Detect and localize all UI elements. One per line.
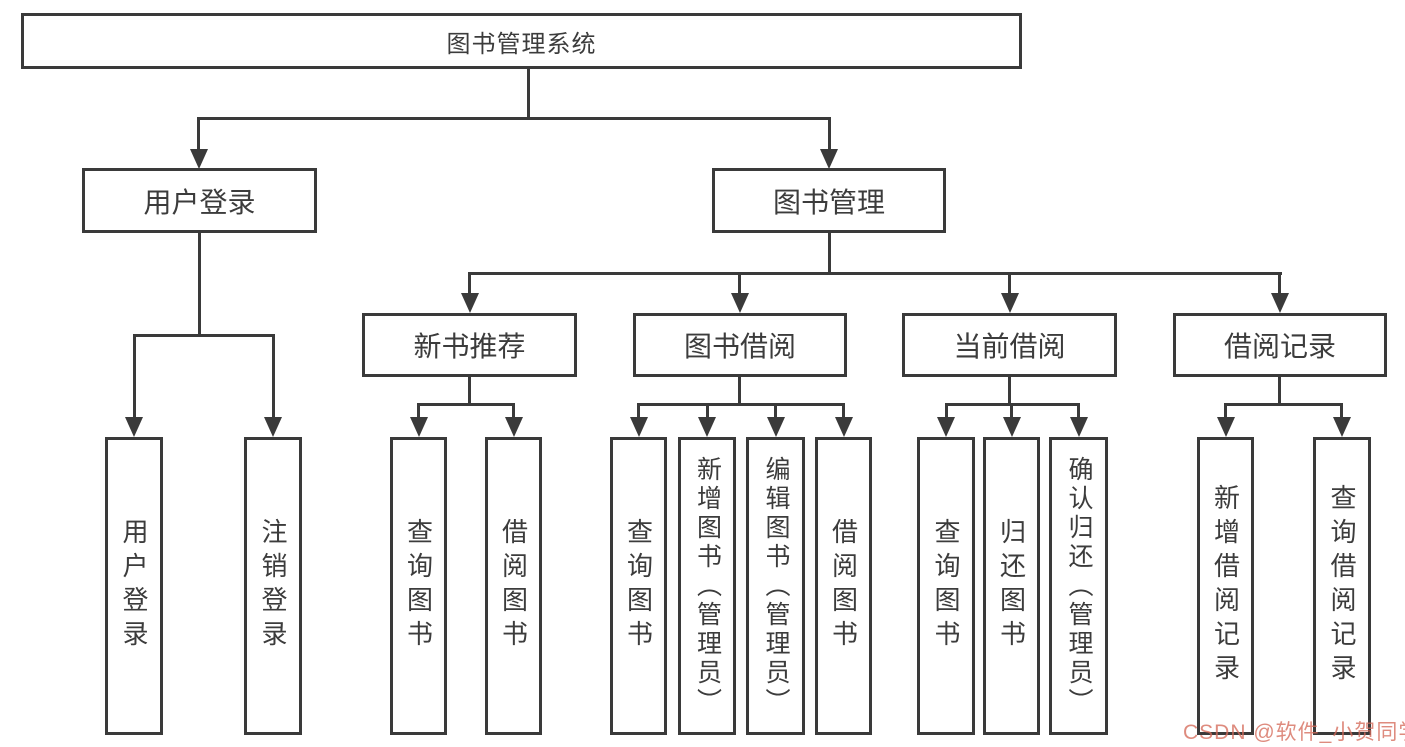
arrowhead-down-icon [767,417,785,437]
connector-borrowing-stem [738,377,741,405]
connector-arrow-stem [1224,403,1227,420]
node-book-borrowing: 图书借阅 [633,313,847,377]
node-label: 当前借阅 [953,331,1066,362]
node-label: 图书管理 [772,186,885,218]
node-book-management: 图书管理 [712,168,946,233]
connector-arrow-stem [738,272,741,295]
connector-arrow-stem [1010,403,1013,420]
node-label: 用户登录 [119,518,149,654]
connector-bookmgmt-bar [469,272,1282,275]
connector-arrow-stem [272,334,275,419]
connector-root-bar [197,117,831,120]
node-label: 借阅记录 [1223,331,1336,362]
node-label: 图书借阅 [683,331,796,362]
leaf-user-login: 用户登录 [105,437,163,735]
arrowhead-down-icon [505,417,523,437]
node-label: 查询图书 [623,518,654,654]
node-current-borrowing: 当前借阅 [902,313,1117,377]
node-label: 注销登录 [258,518,288,654]
connector-records-bar [1224,403,1342,406]
arrowhead-down-icon [1003,417,1021,437]
arrowhead-down-icon [1217,417,1235,437]
arrowhead-down-icon [835,417,853,437]
node-label: 归还图书 [996,518,1027,654]
connector-arrow-stem [1340,403,1343,420]
connector-arrow-stem [774,403,777,420]
connector-arrow-stem [1077,403,1080,420]
node-borrow-records: 借阅记录 [1173,313,1387,377]
connector-arrow-stem [468,272,471,295]
connector-newbook-stem [468,377,471,405]
arrowhead-down-icon [937,417,955,437]
connector-arrow-stem [197,117,200,152]
connector-userlogin-bar [133,334,274,337]
connector-records-stem [1278,377,1281,405]
leaf-borrow-books-borrowing: 借阅图书 [815,437,872,735]
connector-root-stem [527,68,530,120]
node-label: 新书推荐 [413,331,526,362]
connector-arrow-stem [706,403,709,420]
leaf-query-books-current: 查询图书 [917,437,975,735]
arrowhead-down-icon [731,293,749,313]
connector-arrow-stem [637,403,640,420]
node-label: 新增借阅记录 [1210,484,1241,688]
arrowhead-down-icon [698,417,716,437]
connector-arrow-stem [1008,272,1011,295]
leaf-borrow-books-recommend: 借阅图书 [485,437,542,735]
arrowhead-down-icon [125,417,143,437]
leaf-query-borrow-record: 查询借阅记录 [1313,437,1371,735]
connector-current-stem [1008,377,1011,405]
node-label: 确认归还（管理员） [1065,455,1093,717]
arrowhead-down-icon [461,293,479,313]
connector-arrow-stem [828,117,831,152]
connector-arrow-stem [512,403,515,420]
arrowhead-down-icon [410,417,428,437]
leaf-add-book-admin: 新增图书（管理员） [678,437,736,735]
arrowhead-down-icon [1271,293,1289,313]
connector-arrow-stem [1278,272,1281,295]
leaf-add-borrow-record: 新增借阅记录 [1197,437,1254,735]
connector-borrowing-bar [637,403,845,406]
node-label: 查询借阅记录 [1327,484,1357,688]
leaf-query-books-borrowing: 查询图书 [610,437,667,735]
leaf-edit-book-admin: 编辑图书（管理员） [746,437,805,735]
arrowhead-down-icon [1333,417,1351,437]
arrowhead-down-icon [190,149,208,169]
connector-bookmgmt-stem [828,233,831,275]
connector-arrow-stem [842,403,845,420]
csdn-watermark: CSDN @软件_小贺同学 [1183,721,1405,744]
node-label: 图书管理系统 [446,30,597,58]
node-label: 查询图书 [403,518,434,654]
node-label: 查询图书 [931,518,961,654]
node-label: 新增图书（管理员） [693,455,722,717]
arrowhead-down-icon [1001,293,1019,313]
node-user-login: 用户登录 [82,168,317,233]
node-label: 用户登录 [143,186,256,218]
leaf-return-book: 归还图书 [983,437,1040,735]
node-label: 借阅图书 [498,518,529,654]
node-label: 编辑图书（管理员） [762,455,790,717]
leaf-logout: 注销登录 [244,437,302,735]
connector-arrow-stem [133,334,136,419]
connector-userlogin-stem [198,233,201,336]
connector-arrow-stem [417,403,420,420]
node-new-book-recommend: 新书推荐 [362,313,577,377]
arrowhead-down-icon [820,149,838,169]
connector-newbook-bar [417,403,515,406]
leaf-query-books-recommend: 查询图书 [390,437,447,735]
leaf-confirm-return-admin: 确认归还（管理员） [1049,437,1108,735]
arrowhead-down-icon [630,417,648,437]
arrowhead-down-icon [1070,417,1088,437]
node-library-management-system: 图书管理系统 [21,13,1022,69]
node-label: 借阅图书 [828,518,859,654]
arrowhead-down-icon [264,417,282,437]
connector-arrow-stem [945,403,948,420]
